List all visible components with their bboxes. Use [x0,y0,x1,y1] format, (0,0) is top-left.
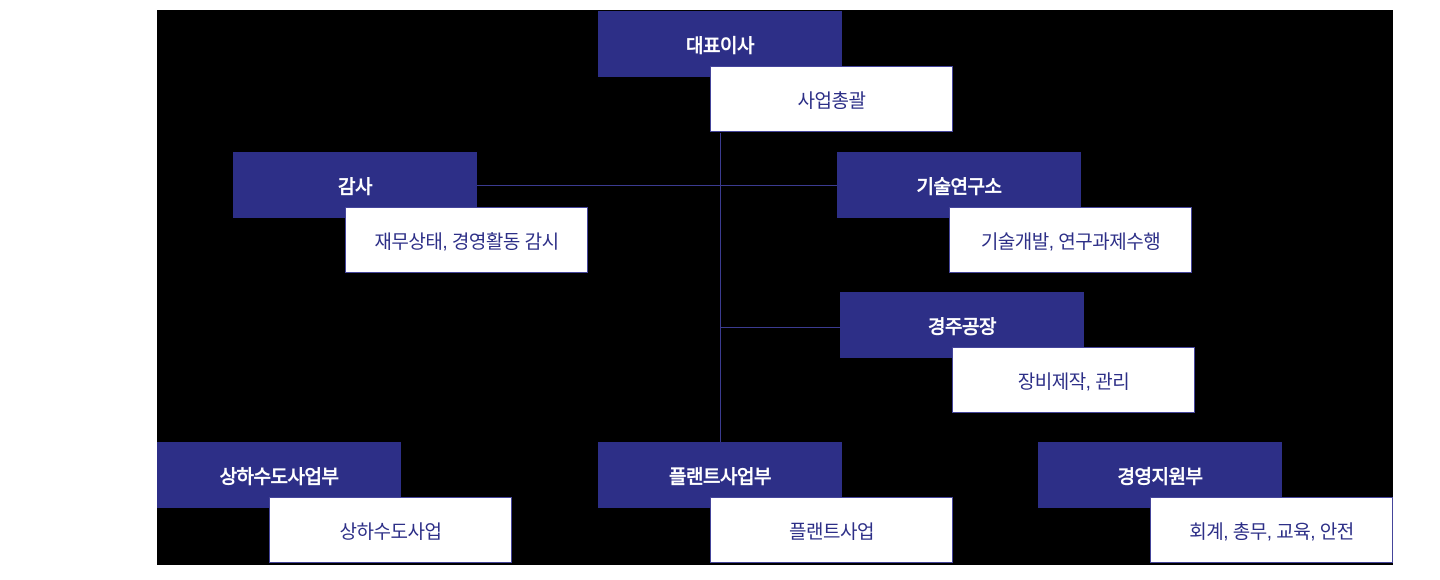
connector-trunk-to-gyeongju [720,327,840,328]
org-node-desc-tech-research: 기술개발, 연구과제수행 [949,207,1192,273]
org-node-desc-plant-division: 플랜트사업 [710,497,953,563]
org-node-desc-management-support: 회계, 총무, 교육, 안전 [1150,497,1393,563]
org-node-desc-water-division: 상하수도사업 [269,497,512,563]
connector-trunk-vertical [720,133,721,442]
org-node-desc-audit: 재무상태, 경영활동 감시 [345,207,588,273]
org-node-desc-ceo: 사업총괄 [710,66,953,132]
connector-audit-to-research [477,185,837,186]
org-node-desc-gyeongju-factory: 장비제작, 관리 [952,347,1195,413]
